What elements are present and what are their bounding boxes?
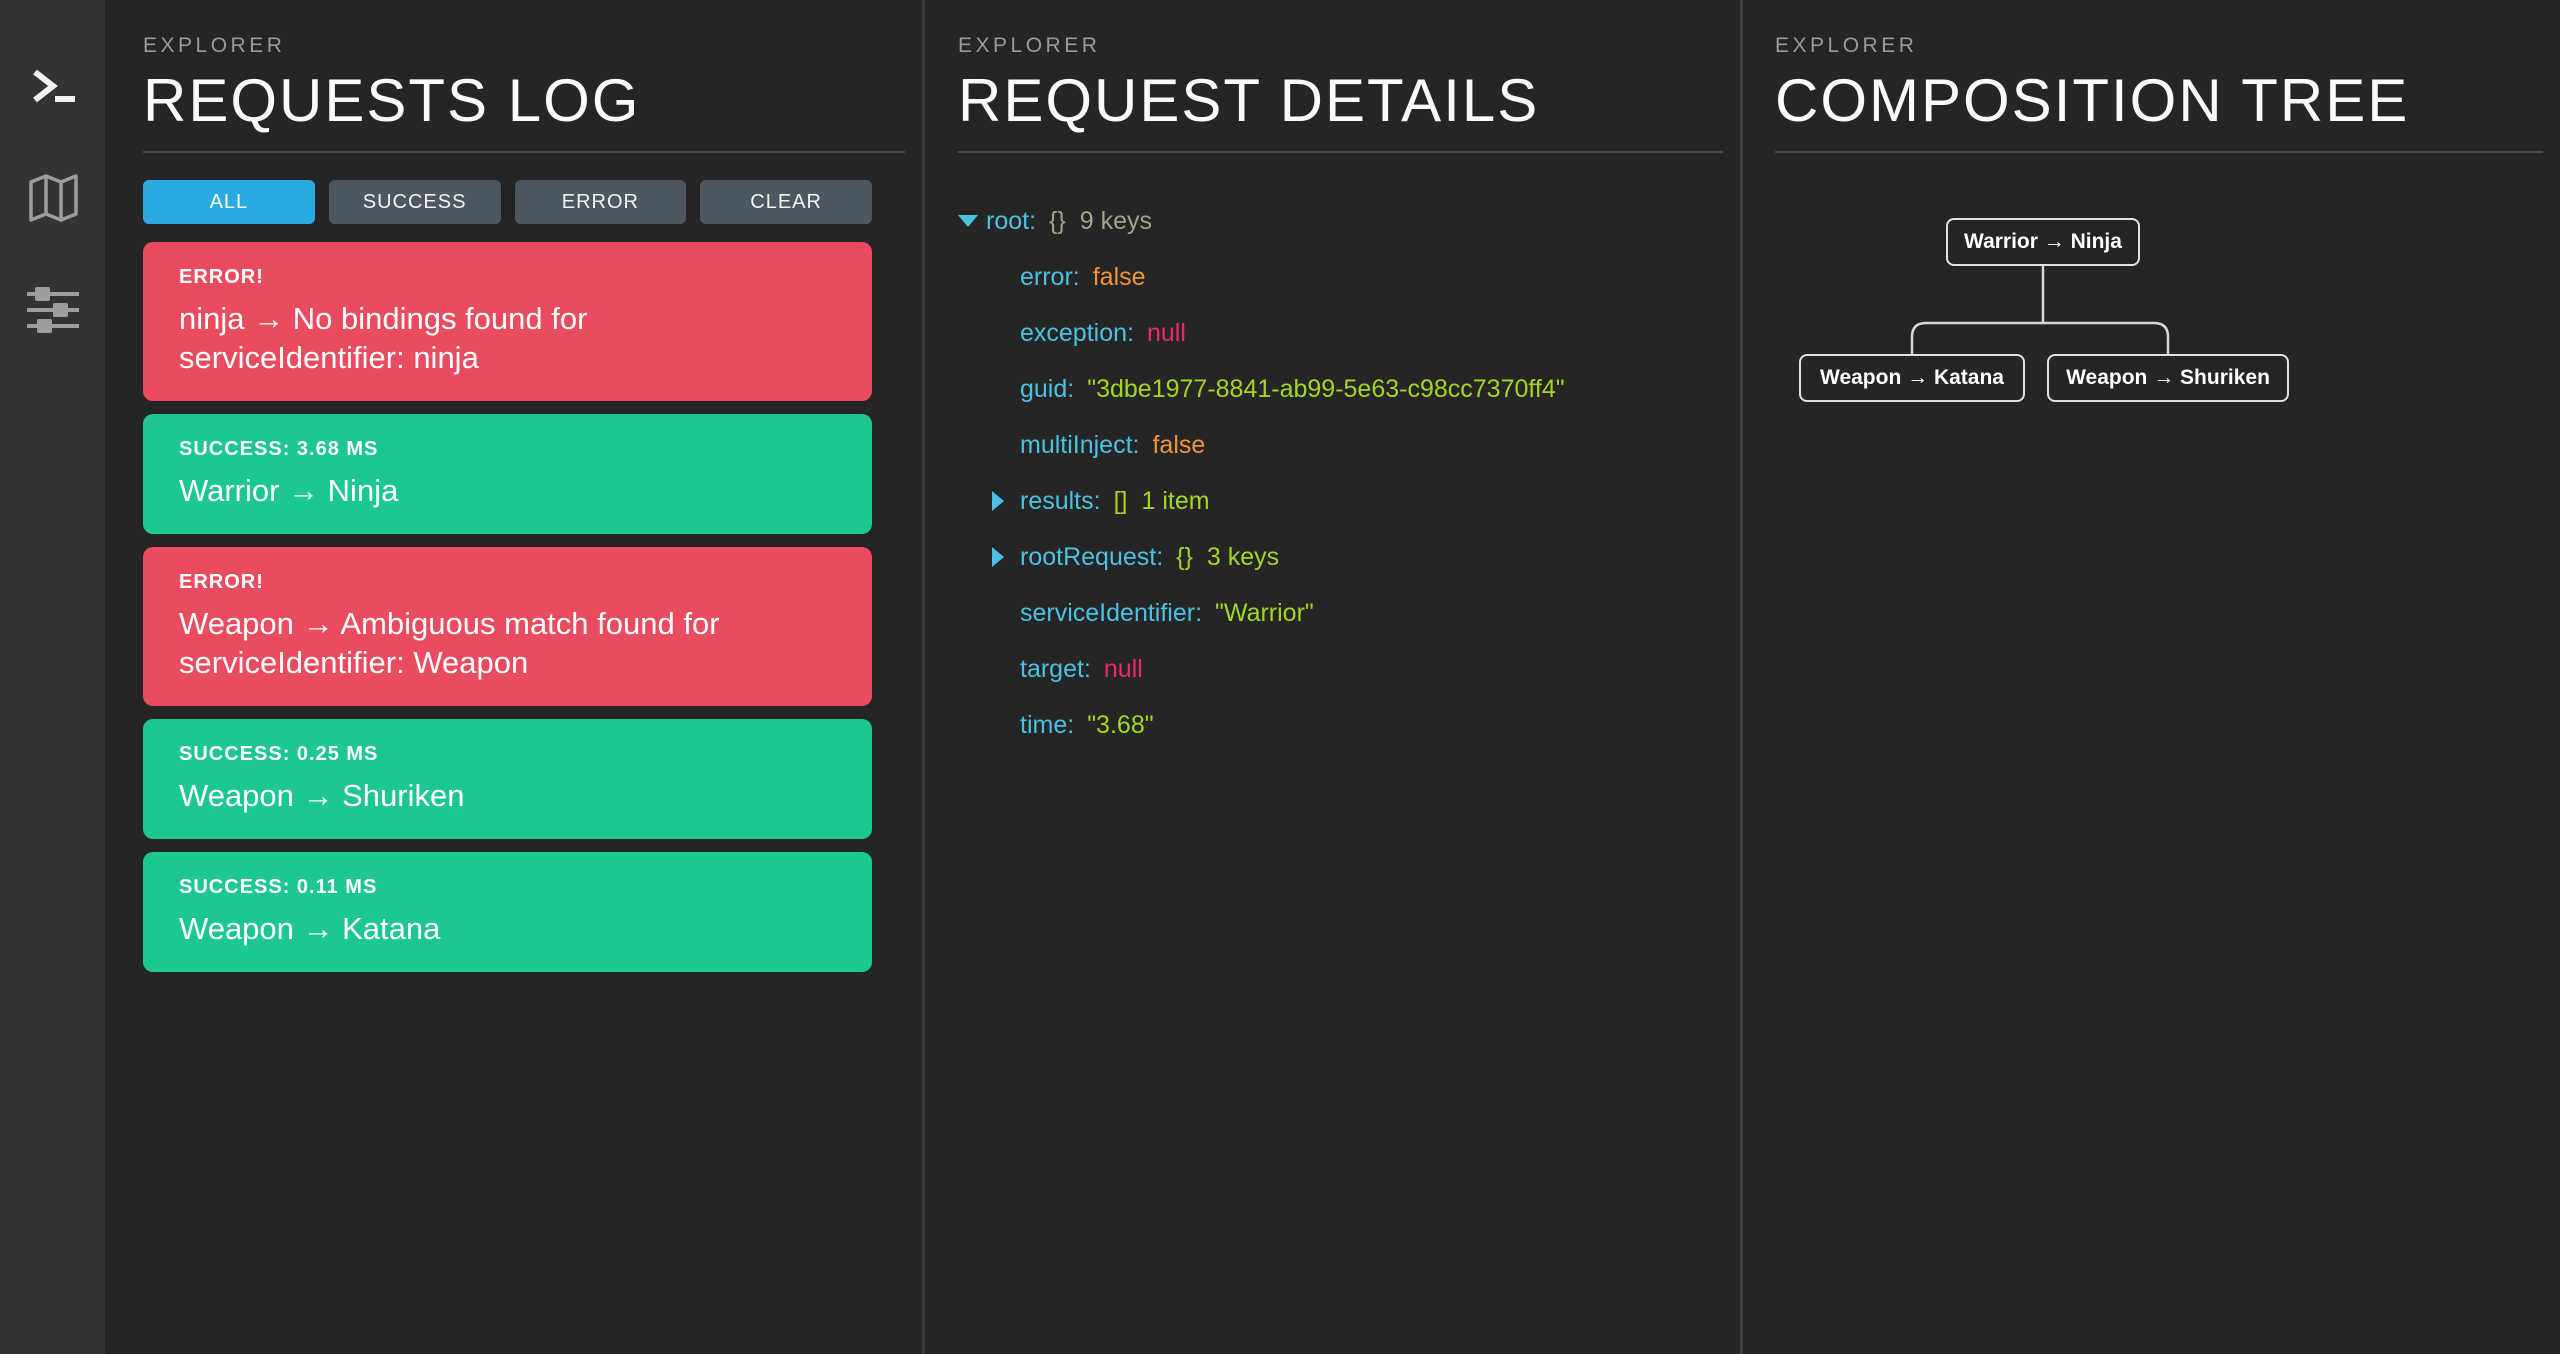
tree-badge: {} xyxy=(1176,542,1193,571)
terminal-icon xyxy=(28,66,78,111)
filter-button-error[interactable]: ERROR xyxy=(514,180,687,224)
request-status-label: SUCCESS: 0.11 MS xyxy=(179,876,378,898)
request-message: Warrior → Ninja xyxy=(179,473,399,508)
tree-key: rootRequest: xyxy=(1020,542,1164,571)
tree-meta: 1 item xyxy=(1141,486,1210,515)
request-message: Weapon → Katana xyxy=(179,911,441,946)
tree-row[interactable]: results: [] 1 item xyxy=(992,473,1690,529)
request-status-label: ERROR! xyxy=(179,571,264,593)
tree-value: false xyxy=(1092,262,1146,291)
composition-tree-canvas: Warrior → Ninja Weapon → Katana Weapon →… xyxy=(1775,153,2510,573)
tree-key: root: xyxy=(986,206,1037,235)
page-title-request-details: REQUEST DETAILS xyxy=(958,67,1540,134)
tree-row: error: false xyxy=(992,249,1690,305)
panel-request-details: EXPLORER REQUEST DETAILS root: {} 9 keys… xyxy=(922,0,1740,1354)
panel-requests-log: EXPLORER REQUESTS LOG ALL SUCCESS ERROR … xyxy=(105,0,922,1354)
tree-row: multiInject: false xyxy=(992,417,1690,473)
request-card-list: ERROR! ninja → No bindings found for ser… xyxy=(143,242,872,972)
tree-value: "3.68" xyxy=(1087,710,1154,739)
filter-button-all[interactable]: ALL xyxy=(143,180,315,224)
filter-button-clear[interactable]: CLEAR xyxy=(700,180,872,224)
tree-row: target: null xyxy=(992,641,1690,697)
tree-key: results: xyxy=(1020,486,1101,515)
tree-row: serviceIdentifier: "Warrior" xyxy=(992,585,1690,641)
tree-value: "Warrior" xyxy=(1215,598,1314,627)
comp-node-root: Warrior → Ninja xyxy=(1946,218,2140,266)
tree-connector xyxy=(1910,266,2170,354)
sliders-icon xyxy=(25,286,81,338)
sidebar-item-console[interactable] xyxy=(25,62,81,114)
request-status-label: SUCCESS: 3.68 MS xyxy=(179,438,379,460)
tree-key: guid: xyxy=(1020,374,1075,403)
sidebar-item-map[interactable] xyxy=(25,172,81,229)
tree-row: guid: "3dbe1977-8841-ab99-5e63-c98cc7370… xyxy=(992,361,1690,417)
request-status-label: SUCCESS: 0.25 MS xyxy=(179,743,379,765)
json-tree: root: {} 9 keys error: false exception: … xyxy=(958,193,1690,753)
tree-badge: [] xyxy=(1113,486,1128,515)
tree-key: target: xyxy=(1020,654,1091,683)
comp-node-child: Weapon → Shuriken xyxy=(2047,354,2289,402)
tree-meta: 9 keys xyxy=(1079,206,1152,235)
panel-eyebrow: EXPLORER xyxy=(958,34,1101,57)
tree-key: exception: xyxy=(1020,318,1134,347)
request-message: ninja → No bindings found for serviceIde… xyxy=(179,301,588,375)
tree-key: error: xyxy=(1020,262,1080,291)
tree-key: multiInject: xyxy=(1020,430,1140,459)
panel-eyebrow: EXPLORER xyxy=(1775,34,1918,57)
tree-key: time: xyxy=(1020,710,1075,739)
tree-value: null xyxy=(1146,318,1186,347)
page-title-composition-tree: COMPOSITION TREE xyxy=(1775,67,2410,134)
tree-row: exception: null xyxy=(992,305,1690,361)
tree-row[interactable]: rootRequest: {} 3 keys xyxy=(992,529,1690,585)
request-message: Weapon → Ambiguous match found for servi… xyxy=(179,606,720,680)
request-card[interactable]: SUCCESS: 0.11 MS Weapon → Katana xyxy=(143,852,872,972)
header-divider xyxy=(958,151,1723,153)
filter-button-success[interactable]: SUCCESS xyxy=(328,180,501,224)
tree-badge: {} xyxy=(1049,206,1066,235)
request-card[interactable]: ERROR! Weapon → Ambiguous match found fo… xyxy=(143,547,872,706)
expand-arrow-icon[interactable] xyxy=(992,547,1020,567)
collapse-arrow-icon[interactable] xyxy=(958,215,986,227)
header-divider xyxy=(143,151,905,153)
sidebar-item-settings[interactable] xyxy=(25,286,81,338)
tree-value: null xyxy=(1103,654,1143,683)
request-status-label: ERROR! xyxy=(179,266,264,288)
request-card[interactable]: SUCCESS: 3.68 MS Warrior → Ninja xyxy=(143,414,872,534)
tree-row: time: "3.68" xyxy=(992,697,1690,753)
header-divider xyxy=(1775,151,2543,153)
request-card[interactable]: SUCCESS: 0.25 MS Weapon → Shuriken xyxy=(143,719,872,839)
request-card[interactable]: ERROR! ninja → No bindings found for ser… xyxy=(143,242,872,401)
tree-meta: 3 keys xyxy=(1206,542,1280,571)
expand-arrow-icon[interactable] xyxy=(992,491,1020,511)
tree-row[interactable]: root: {} 9 keys xyxy=(958,193,1690,249)
tree-value: false xyxy=(1152,430,1206,459)
filter-bar: ALL SUCCESS ERROR CLEAR xyxy=(143,180,872,224)
panel-composition-tree: EXPLORER COMPOSITION TREE Warrior → Ninj… xyxy=(1740,0,2560,1354)
request-message: Weapon → Shuriken xyxy=(179,778,465,813)
page-title-requests-log: REQUESTS LOG xyxy=(143,67,641,134)
sidebar xyxy=(0,0,105,1354)
map-icon xyxy=(25,172,81,229)
tree-value: "3dbe1977-8841-ab99-5e63-c98cc7370ff4" xyxy=(1087,374,1565,403)
comp-node-child: Weapon → Katana xyxy=(1799,354,2025,402)
tree-key: serviceIdentifier: xyxy=(1020,598,1203,627)
panel-eyebrow: EXPLORER xyxy=(143,34,286,57)
